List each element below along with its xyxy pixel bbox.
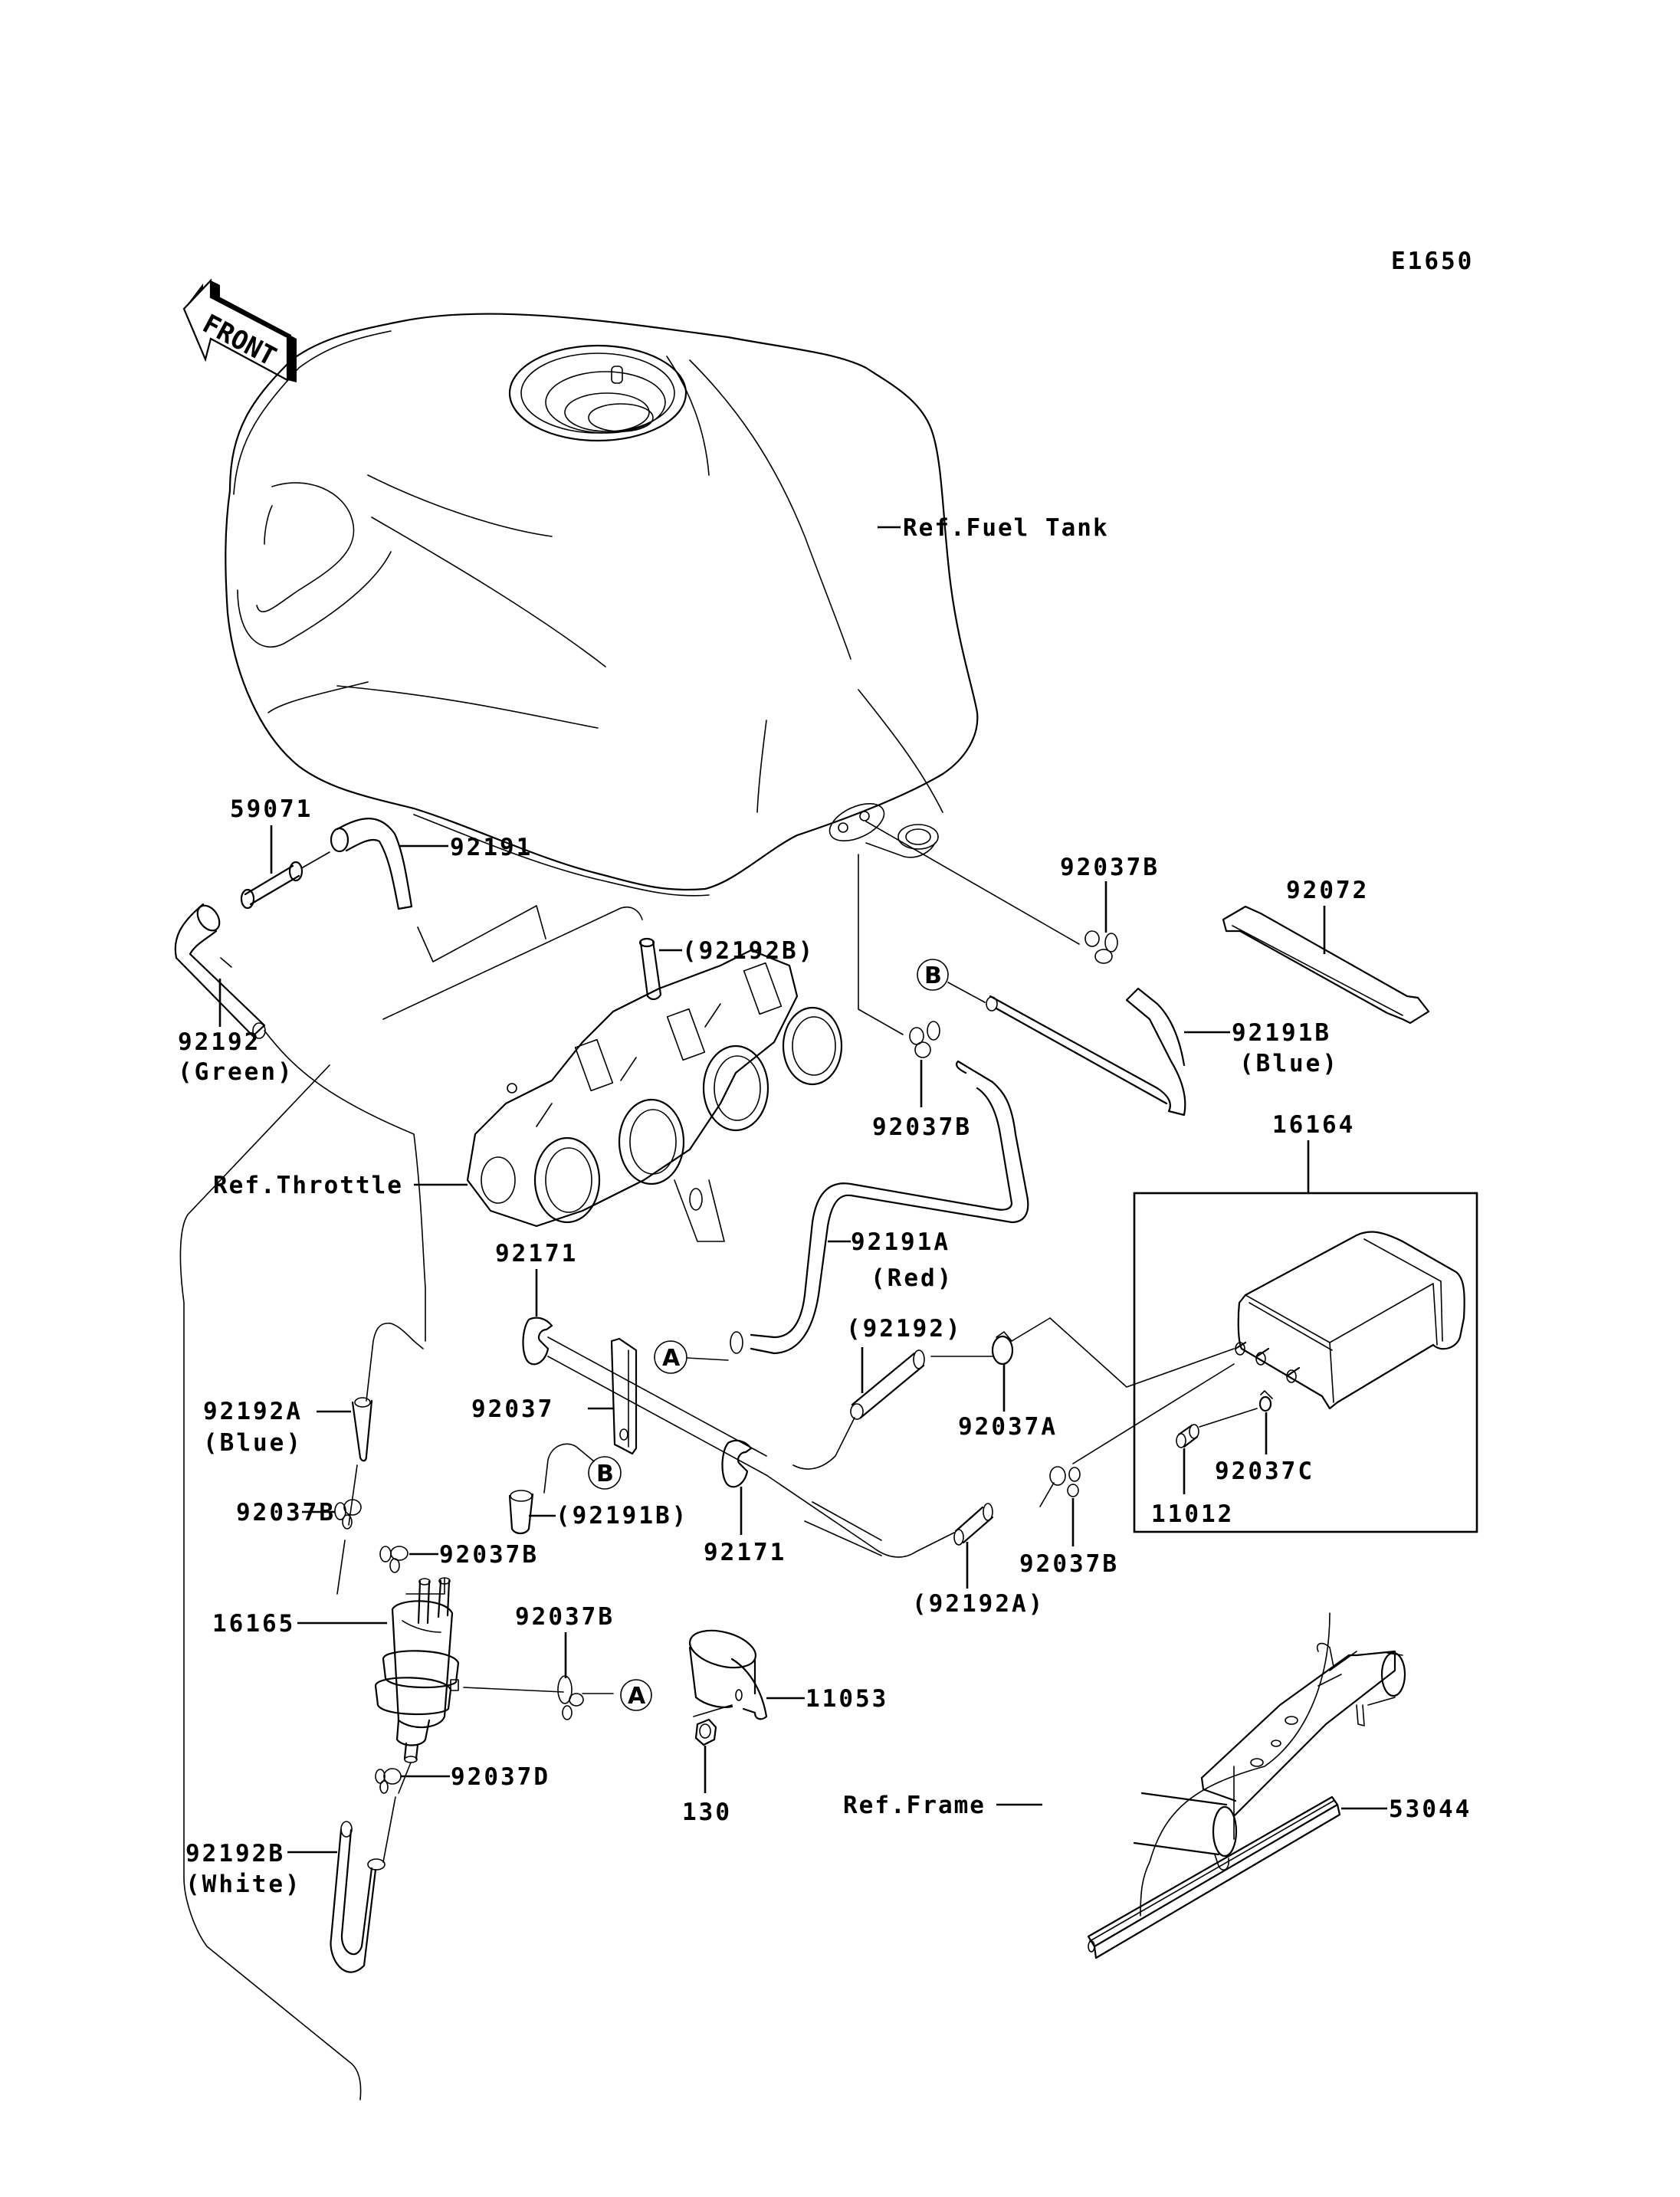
hose-92191b-blue: [986, 987, 1186, 1117]
label-92191b-blue[interactable]: 92191B: [1232, 1019, 1331, 1047]
label-92037b-filter[interactable]: 92037B: [515, 1603, 615, 1631]
strip-53044: [1087, 1795, 1341, 1959]
label-92192-green[interactable]: 92192: [178, 1028, 261, 1056]
strap-92072: [1222, 905, 1430, 1025]
label-92191a-red-color: (Red): [871, 1264, 953, 1292]
canister-16164: [1234, 1231, 1465, 1410]
hose-92191: [330, 818, 413, 910]
clip-92037b-lower: [379, 1546, 409, 1573]
marker-a-mid: A: [662, 1345, 681, 1372]
marker-a-lower: A: [628, 1683, 646, 1710]
label-92192b-paren[interactable]: (92192B): [682, 937, 815, 965]
label-92192a-blue-color: (Blue): [203, 1429, 303, 1457]
hose-92192b-white: [330, 1821, 386, 1973]
fuel-filter-16165: [374, 1577, 460, 1763]
label-92192a-paren[interactable]: (92192A): [912, 1590, 1045, 1618]
label-92037b-mid[interactable]: 92037B: [872, 1113, 972, 1141]
label-59071[interactable]: 59071: [230, 795, 313, 823]
ref-frame: Ref.Frame: [843, 1792, 986, 1819]
marker-b-lower: B: [596, 1461, 614, 1487]
clamp-11053: [688, 1629, 768, 1720]
canister-group-box: [1133, 1192, 1478, 1533]
label-92191[interactable]: 92191: [450, 834, 533, 861]
pipe-11012: [1176, 1424, 1199, 1448]
hose-92192-small: [850, 1349, 925, 1420]
label-92171-top[interactable]: 92171: [495, 1240, 578, 1267]
label-92037b-right[interactable]: 92037B: [1019, 1550, 1119, 1578]
label-92191a-red[interactable]: 92191A: [851, 1228, 950, 1256]
label-92192-paren[interactable]: (92192): [846, 1315, 963, 1343]
label-92191b-paren[interactable]: (92191B): [556, 1502, 688, 1530]
label-16165[interactable]: 16165: [212, 1610, 295, 1638]
hose-92192a-small: [953, 1503, 994, 1546]
label-92192a-blue[interactable]: 92192A: [203, 1398, 303, 1425]
label-92171-bottom[interactable]: 92171: [704, 1539, 786, 1566]
fuel-tank: [225, 313, 979, 897]
label-11053[interactable]: 11053: [806, 1685, 888, 1713]
label-53044[interactable]: 53044: [1389, 1795, 1472, 1823]
hose-92191b-small: [508, 1490, 534, 1535]
fitting-59071: [240, 851, 330, 910]
bracket-92037: [610, 1337, 638, 1455]
clip-92037b-filter: [557, 1675, 584, 1720]
label-92192b-white-color: (White): [185, 1871, 302, 1898]
diagram-code: E1650: [1391, 248, 1474, 275]
clip-92037a: [991, 1331, 1014, 1366]
throttle-body: [466, 949, 843, 1242]
label-92037d[interactable]: 92037D: [451, 1763, 550, 1791]
label-92192-green-color: (Green): [178, 1058, 294, 1086]
frame: [1133, 1612, 1406, 1917]
label-92037b-left[interactable]: 92037B: [236, 1499, 336, 1526]
label-16164[interactable]: 16164: [1272, 1111, 1355, 1139]
clip-92037b-right: [1049, 1466, 1081, 1497]
label-92192b-white[interactable]: 92192B: [185, 1840, 285, 1867]
label-130[interactable]: 130: [682, 1799, 732, 1826]
label-92037b-lower[interactable]: 92037B: [439, 1541, 539, 1569]
bolt-130: [694, 1718, 717, 1746]
label-92072[interactable]: 92072: [1286, 877, 1369, 904]
ref-fuel-tank: Ref.Fuel Tank: [903, 514, 1109, 542]
clip-92037b-left: [334, 1499, 362, 1530]
marker-b-top: B: [924, 962, 942, 989]
clip-92037c: [1258, 1390, 1273, 1412]
label-92037a[interactable]: 92037A: [958, 1413, 1058, 1441]
clamp-92171-top: [522, 1317, 553, 1366]
clamp-92171-bottom: [721, 1439, 753, 1488]
front-arrow-icon: FRONT: [182, 278, 297, 382]
hose-92192a-blue: [351, 1397, 373, 1462]
label-92037c[interactable]: 92037C: [1215, 1458, 1314, 1485]
hose-92191a-red: [730, 1060, 1029, 1355]
clip-92037b-top: [1084, 930, 1118, 964]
label-92191b-blue-color: (Blue): [1239, 1050, 1339, 1077]
hose-92192b-small: [638, 937, 662, 1000]
clip-92037d: [375, 1768, 402, 1794]
clip-92037b-mid: [909, 1021, 940, 1058]
label-92037[interactable]: 92037: [471, 1395, 554, 1423]
ref-throttle: Ref.Throttle: [213, 1172, 403, 1199]
label-92037b-top[interactable]: 92037B: [1060, 854, 1160, 881]
label-11012[interactable]: 11012: [1151, 1500, 1234, 1528]
